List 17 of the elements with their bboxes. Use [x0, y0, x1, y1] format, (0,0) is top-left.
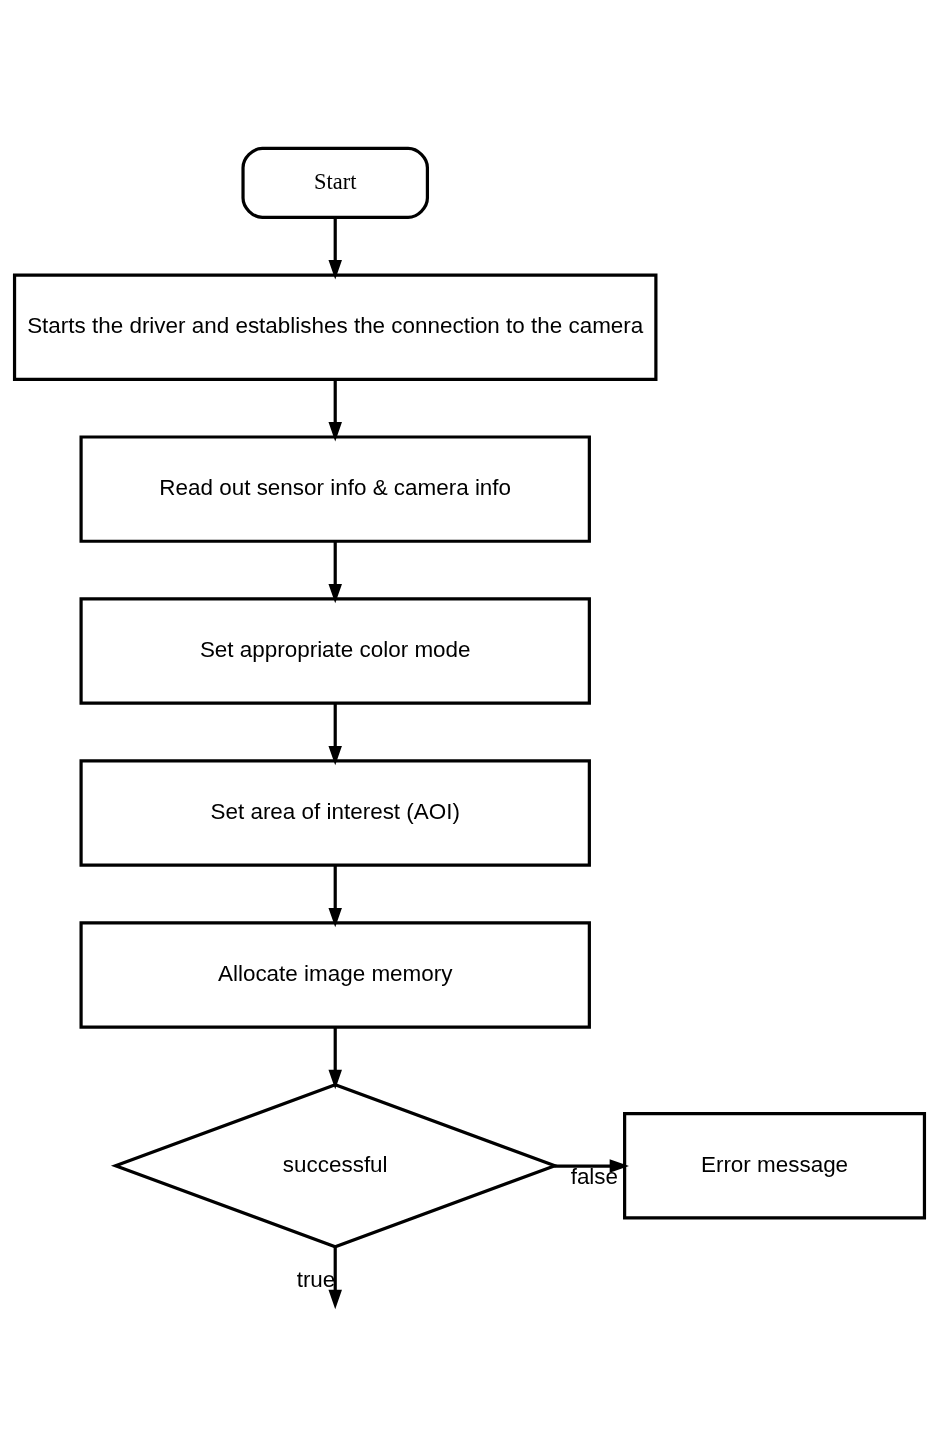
node-box: Set area of interest (AOI) — [79, 759, 591, 867]
arrow — [328, 379, 342, 442]
arrow — [328, 541, 342, 604]
node-box: Start — [241, 146, 429, 219]
node-box: Allocate image memory — [79, 921, 591, 1029]
edge-label: true — [296, 1267, 336, 1293]
arrow — [328, 865, 342, 928]
arrow — [328, 703, 342, 766]
arrow — [328, 1246, 342, 1310]
arrow — [328, 217, 342, 280]
node-box: Starts the driver and establishes the connection to the camera — [12, 273, 658, 381]
edge-label: false — [570, 1164, 619, 1190]
node-box: Set appropriate color mode — [79, 597, 591, 705]
node-box: Error message — [623, 1112, 927, 1220]
arrow — [328, 1027, 342, 1090]
node-box: Read out sensor info & camera info — [79, 435, 591, 543]
arrow — [554, 1159, 629, 1173]
